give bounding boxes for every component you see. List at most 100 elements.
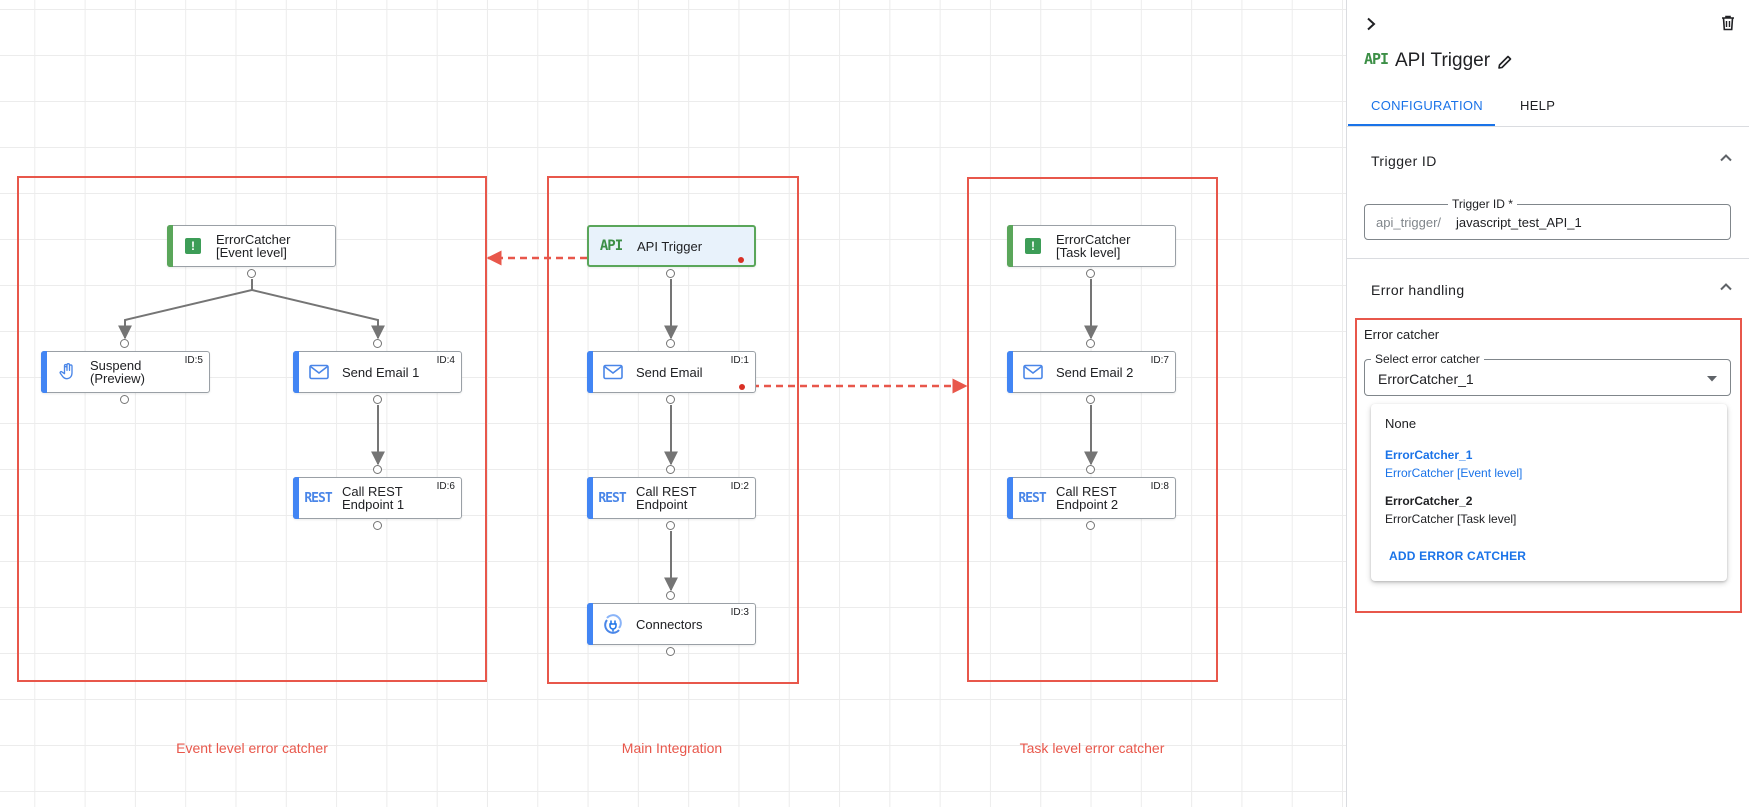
port-in[interactable]: [666, 591, 675, 600]
email-icon: [602, 362, 624, 382]
api-trigger-icon: API: [1364, 50, 1389, 68]
port-in[interactable]: [666, 339, 675, 348]
add-error-catcher-button[interactable]: ADD ERROR CATCHER: [1389, 549, 1527, 563]
node-id: ID:6: [436, 481, 455, 492]
chevron-right-icon: [1367, 17, 1376, 31]
node-subtitle: Endpoint 1: [342, 497, 405, 512]
node-api-trigger[interactable]: API API Trigger: [587, 225, 756, 267]
port-in[interactable]: [373, 465, 382, 474]
node-subtitle: [Event level]: [216, 245, 287, 260]
collapse-panel-button[interactable]: [1361, 14, 1381, 34]
trigger-id-value[interactable]: javascript_test_API_1: [1456, 215, 1582, 230]
section-title-error-handling: Error handling: [1371, 282, 1465, 298]
select-error-catcher-label: Select error catcher: [1371, 352, 1484, 366]
error-catcher-highlight: [1355, 318, 1742, 613]
node-title: Send Email 1: [342, 364, 420, 380]
api-icon: API: [599, 238, 623, 254]
port-in[interactable]: [666, 465, 675, 474]
node-send-email-2[interactable]: Send Email 2 ID:7: [1007, 351, 1176, 393]
section-divider: [1347, 258, 1749, 259]
port-in[interactable]: [373, 339, 382, 348]
group-task-level: [967, 177, 1218, 682]
chevron-up-icon[interactable]: [1719, 280, 1733, 294]
node-subtitle: (Preview): [90, 371, 145, 386]
node-send-email[interactable]: Send Email ID:1: [587, 351, 756, 393]
port-out[interactable]: [373, 395, 382, 404]
trigger-id-label: Trigger ID *: [1448, 197, 1517, 211]
active-tab-indicator: [1348, 124, 1495, 127]
port-out[interactable]: [1086, 269, 1095, 278]
chevron-up-icon[interactable]: [1719, 151, 1733, 165]
option-desc: ErrorCatcher [Task level]: [1385, 512, 1517, 526]
rest-icon: REST: [304, 490, 332, 506]
group-label-main: Main Integration: [621, 740, 723, 756]
error-catcher-dropdown-menu: None ErrorCatcher_1 ErrorCatcher [Event …: [1371, 404, 1727, 581]
error-catcher-icon: !: [1022, 236, 1044, 256]
option-desc: ErrorCatcher [Event level]: [1385, 466, 1523, 480]
node-suspend[interactable]: Suspend(Preview) ID:5: [41, 351, 210, 393]
node-id: ID:3: [730, 607, 749, 618]
port-in[interactable]: [1086, 339, 1095, 348]
option-name: ErrorCatcher_1: [1385, 448, 1473, 462]
node-title: Send Email: [636, 364, 703, 380]
node-title: Call REST: [636, 484, 697, 499]
tabs-divider: [1347, 126, 1749, 127]
port-out[interactable]: [120, 395, 129, 404]
email-icon: [308, 362, 330, 382]
hand-icon: [56, 362, 78, 382]
config-panel: API API Trigger CONFIGURATION HELP Trigg…: [1346, 0, 1749, 807]
node-id: ID:1: [730, 355, 749, 366]
group-main-integration: [547, 176, 799, 684]
group-label-event: Event level error catcher: [176, 740, 328, 756]
dropdown-arrow-icon: [1707, 376, 1717, 382]
port-out[interactable]: [247, 269, 256, 278]
error-catcher-icon: !: [182, 236, 204, 256]
edge-layer: [118, 250, 1098, 592]
trigger-id-field[interactable]: Trigger ID * api_trigger/ javascript_tes…: [1364, 197, 1731, 240]
delete-button[interactable]: [1717, 12, 1739, 34]
option-none[interactable]: None: [1385, 416, 1416, 431]
tab-help[interactable]: HELP: [1520, 98, 1556, 113]
connectors-icon: [602, 614, 624, 634]
node-error-catcher-event[interactable]: ! ErrorCatcher[Event level]: [167, 225, 336, 267]
port-out[interactable]: [1086, 521, 1095, 530]
pencil-icon: [1498, 55, 1512, 69]
node-subtitle: Endpoint: [636, 497, 688, 512]
node-title: Send Email 2: [1056, 364, 1134, 380]
panel-title: API Trigger: [1395, 50, 1491, 71]
node-title: Call REST: [342, 484, 403, 499]
rest-icon: REST: [1018, 490, 1046, 506]
integration-canvas[interactable]: Event level error catcher Main Integrati…: [0, 0, 1346, 807]
node-connectors[interactable]: Connectors ID:3: [587, 603, 756, 645]
port-out[interactable]: [666, 521, 675, 530]
option-errorcatcher-1[interactable]: ErrorCatcher_1 ErrorCatcher [Event level…: [1385, 448, 1522, 480]
error-indicator: [738, 257, 744, 263]
tab-configuration[interactable]: CONFIGURATION: [1371, 98, 1483, 113]
group-event-level: [17, 176, 487, 682]
selected-value: ErrorCatcher_1: [1378, 371, 1474, 387]
port-out[interactable]: [1086, 395, 1095, 404]
node-send-email-1[interactable]: Send Email 1 ID:4: [293, 351, 462, 393]
port-out[interactable]: [666, 269, 675, 278]
error-catcher-heading: Error catcher: [1364, 327, 1440, 342]
node-title: ErrorCatcher: [216, 232, 291, 247]
edit-title-button[interactable]: [1495, 52, 1515, 72]
port-out[interactable]: [373, 521, 382, 530]
node-title: Connectors: [636, 616, 703, 632]
section-title-trigger-id: Trigger ID: [1371, 153, 1437, 169]
trigger-id-prefix: api_trigger/: [1376, 215, 1442, 230]
node-subtitle: [Task level]: [1056, 245, 1121, 260]
node-title: Suspend: [90, 358, 142, 373]
node-id: ID:2: [730, 481, 749, 492]
port-out[interactable]: [666, 395, 675, 404]
port-in[interactable]: [120, 339, 129, 348]
port-in[interactable]: [1086, 465, 1095, 474]
edge-ec-event-email1: [251, 279, 385, 340]
port-out[interactable]: [666, 647, 675, 656]
node-error-catcher-task[interactable]: ! ErrorCatcher[Task level]: [1007, 225, 1176, 267]
option-errorcatcher-2[interactable]: ErrorCatcher_2 ErrorCatcher [Task level]: [1385, 494, 1516, 526]
error-catcher-select[interactable]: Select error catcher ErrorCatcher_1: [1364, 352, 1731, 396]
